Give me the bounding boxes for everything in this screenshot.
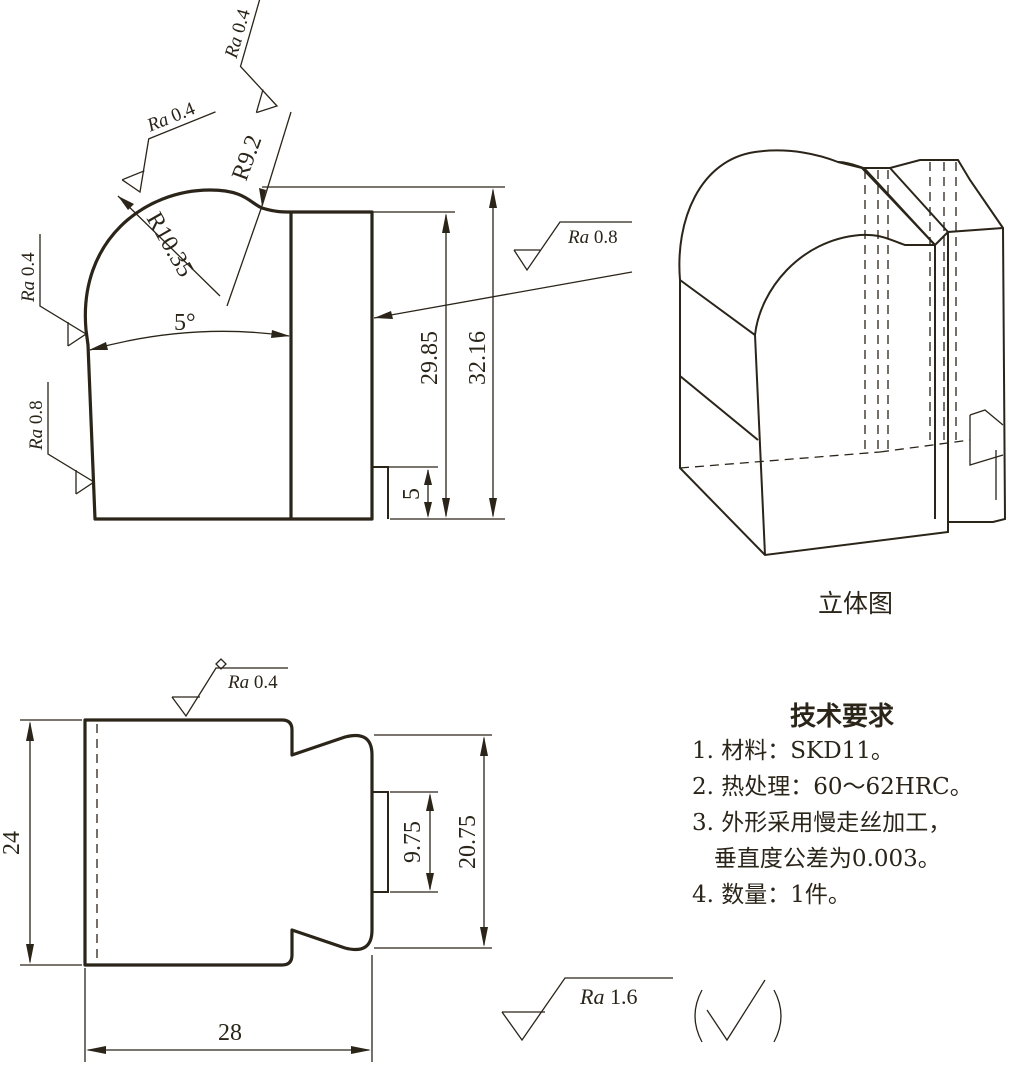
svg-text:Ra 0.8: Ra 0.8 — [26, 400, 47, 451]
diamond-mark — [215, 658, 227, 670]
front-view: 32.16 29.85 5 5° R10.35 R9.2 Ra 0.4 — [18, 0, 633, 521]
dim-angle: 5° — [174, 310, 196, 336]
leader-ra-top — [261, 111, 292, 207]
svg-text:Ra 1.6: Ra 1.6 — [579, 984, 637, 1009]
roughness-symbol-radius: Ra 0.4 — [121, 98, 216, 194]
isometric-caption: 立体图 — [818, 589, 894, 618]
check-mark-icon — [706, 979, 766, 1042]
dim-32-16: 32.16 — [465, 331, 491, 385]
front-step — [372, 466, 389, 519]
ra-side-value: 0.4 — [18, 252, 39, 276]
ra-lower-value: 0.8 — [26, 400, 47, 424]
iso-slot-diag-2 — [889, 167, 949, 233]
tech-requirement-1: 1. 材料：SKD11。 — [692, 738, 894, 764]
iso-top-ridge — [837, 161, 1004, 247]
paren-right — [773, 989, 782, 1043]
iso-step-1 — [969, 415, 1004, 466]
isometric-view — [678, 149, 1007, 557]
svg-text:Ra 0.8: Ra 0.8 — [567, 227, 618, 248]
dim-5: 5 — [399, 488, 425, 500]
dim-24: 24 — [0, 831, 25, 855]
ra-top-view-value: 0.4 — [254, 672, 278, 693]
dim-r10-35: R10.35 — [141, 208, 199, 282]
roughness-symbol-right: Ra 0.8 — [373, 221, 633, 319]
default-ra-value: 1.6 — [610, 984, 638, 1009]
roughness-symbol-top-view: Ra 0.4 — [171, 658, 288, 718]
default-roughness: Ra 1.6 — [501, 977, 782, 1043]
svg-text:Ra 0.4: Ra 0.4 — [227, 672, 278, 693]
angle-arc — [89, 330, 290, 351]
top-view: Ra 0.4 24 28 20.75 9.75 — [0, 658, 492, 1062]
svg-text:Ra 0.4: Ra 0.4 — [18, 252, 39, 303]
tech-requirement-4: 4. 数量：1件。 — [692, 882, 851, 908]
top-view-outline — [83, 718, 374, 967]
tech-requirement-2: 2. 热处理：60～62HRC。 — [692, 774, 973, 800]
iso-outer-outline — [678, 149, 1007, 557]
iso-step-2 — [969, 409, 1004, 426]
front-view-outline — [83, 188, 374, 521]
dim-r9-2: R9.2 — [227, 132, 267, 184]
tech-requirements-title: 技术要求 — [790, 702, 895, 732]
leader-r10-35 — [117, 195, 221, 297]
roughness-symbol-lower: Ra 0.8 — [26, 382, 96, 495]
ra-right-value: 0.8 — [594, 227, 618, 248]
tech-requirement-3-cont: 垂直度公差为0.003。 — [692, 846, 941, 872]
paren-left — [694, 989, 703, 1043]
top-slot — [372, 791, 389, 893]
iso-hidden-base-2 — [879, 439, 971, 453]
leader-r9-2 — [226, 205, 263, 307]
dim-29-85: 29.85 — [417, 331, 443, 385]
roughness-symbol-side: Ra 0.4 — [18, 234, 88, 347]
iso-slot-diag — [861, 167, 936, 246]
iso-front-edge — [754, 334, 766, 556]
svg-text:Ra 0.4: Ra 0.4 — [143, 98, 198, 137]
ra-radius-value: 0.4 — [168, 98, 198, 127]
dim-20-75: 20.75 — [455, 815, 481, 869]
iso-hidden-base — [679, 451, 881, 469]
roughness-symbol-top: Ra 0.4 — [221, 0, 279, 114]
dim-9-75: 9.75 — [400, 821, 426, 863]
dim-28: 28 — [218, 1020, 242, 1046]
iso-inner-arc — [679, 233, 935, 337]
tech-requirement-3: 3. 外形采用慢走丝加工， — [692, 810, 952, 836]
iso-waist-line — [679, 375, 759, 441]
